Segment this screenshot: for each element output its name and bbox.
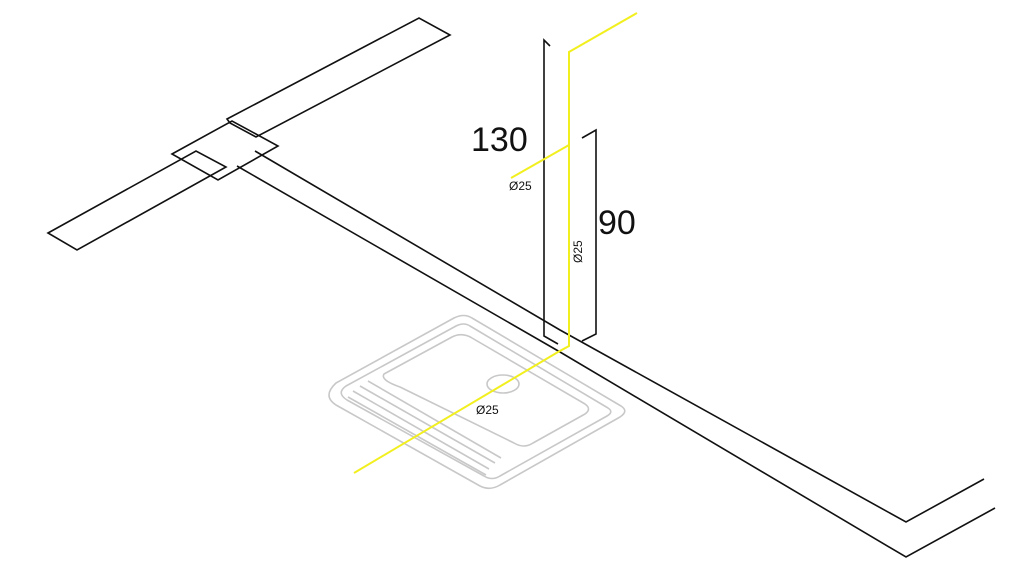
shower-tray <box>328 314 626 490</box>
dimension-bracket-90 <box>581 128 597 342</box>
wall-long-upper-edge <box>254 150 985 523</box>
pipe-top-branch <box>353 12 638 474</box>
tray-drain <box>486 374 520 394</box>
wall-crossbar-upper <box>225 17 452 138</box>
dimension-label-130: 130 <box>471 121 528 159</box>
pipes <box>353 12 638 474</box>
tray-rib-1 <box>367 380 502 459</box>
pipe-label-basin-outlet: Ø25 <box>476 403 499 417</box>
tray-basin <box>382 333 590 447</box>
wall-long-lower-edge <box>236 165 996 558</box>
dimension-bracket-130 <box>543 38 559 345</box>
tray-rib-3 <box>352 390 490 470</box>
tray-outer-rim <box>328 314 626 490</box>
pipe-side-branch <box>510 144 570 179</box>
wall-outline <box>46 17 996 558</box>
dimension-label-90: 90 <box>598 204 636 242</box>
wall-junction <box>170 120 280 181</box>
dimension-brackets <box>543 38 597 345</box>
tray-rib-2 <box>359 385 496 464</box>
wall-crossbar-lower <box>46 150 228 251</box>
pipe-label-riser: Ø25 <box>571 240 585 263</box>
pipe-label-branch: Ø25 <box>509 179 532 193</box>
tray-inner-rim <box>340 323 612 480</box>
